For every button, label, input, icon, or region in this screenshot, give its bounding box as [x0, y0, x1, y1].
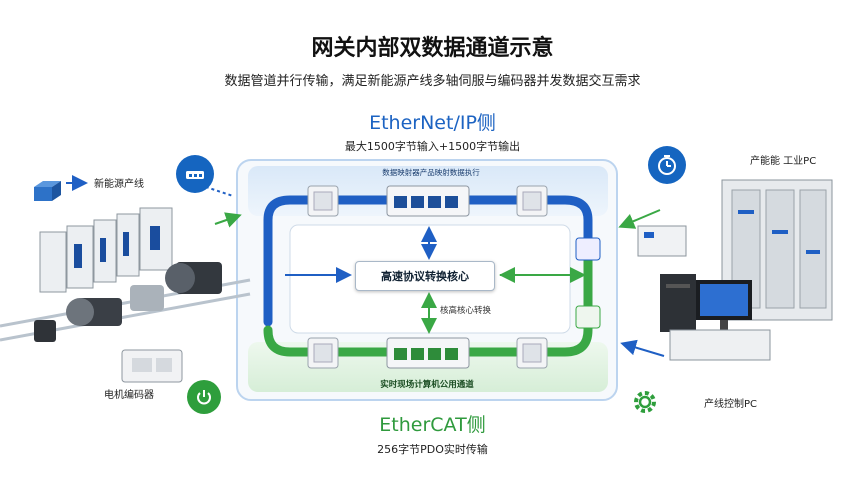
package-icon: [34, 181, 61, 201]
green-loop: [263, 245, 593, 357]
ethernet-ip-subtitle: 最大1500字节输入+1500字节输出: [344, 140, 521, 153]
industrial-pc-cabinet: [721, 179, 833, 321]
connector-right-top: [575, 237, 601, 261]
connector-bottom-left: [307, 337, 339, 369]
ethercat-subtitle: 256字节PDO实时传输: [377, 443, 488, 456]
servo-motors: [34, 262, 222, 342]
arrow-line-in: [214, 212, 242, 228]
ethernet-switch-module: [386, 185, 470, 217]
arrow-right-pc-in: [618, 209, 661, 229]
connector-top-right: [516, 185, 548, 217]
motor-encoder-device: [121, 349, 183, 383]
protocol-conversion-core: 高速协议转换核心: [355, 261, 495, 291]
connector-right-bottom: [575, 305, 601, 329]
ethernet-band-label: 数据映射器产品映射数据执行: [382, 168, 480, 177]
servo-drive-rack: [39, 207, 173, 293]
control-pc-monitor: [696, 280, 752, 330]
line-control-pc-label: 产线控制PC: [704, 399, 758, 410]
page-title: 网关内部双数据通道示意: [311, 36, 554, 61]
page-subtitle: 数据管道并行传输，满足新能源产线多轴伺服与编码器并发数据交互需求: [224, 74, 641, 89]
power-icon: [187, 380, 221, 414]
ethercat-title: EtherCAT侧: [379, 414, 486, 436]
industrial-pc-label: 产能能 工业PC: [750, 156, 817, 167]
ethercat-band-label: 实时现场计算机公用通道: [380, 380, 474, 390]
ethernet-ip-title: EtherNet/IP侧: [369, 112, 496, 134]
connector-top-left: [307, 185, 339, 217]
clock-icon: [648, 146, 686, 184]
connector-bottom-right: [516, 337, 548, 369]
small-controller: [637, 225, 687, 257]
conversion-label: 核高核心转换: [440, 306, 492, 316]
network-switch-icon: [176, 155, 214, 193]
control-pc-tower: [660, 274, 696, 332]
right-equipment: [637, 179, 833, 361]
gear-icon: [628, 385, 662, 419]
control-pc-base: [669, 329, 771, 361]
ethercat-switch-module: [386, 337, 470, 369]
encoder-label: 电机编码器: [104, 390, 154, 401]
new-energy-line-label: 新能源产线: [94, 179, 144, 190]
arrow-control-pc-in: [620, 339, 665, 357]
